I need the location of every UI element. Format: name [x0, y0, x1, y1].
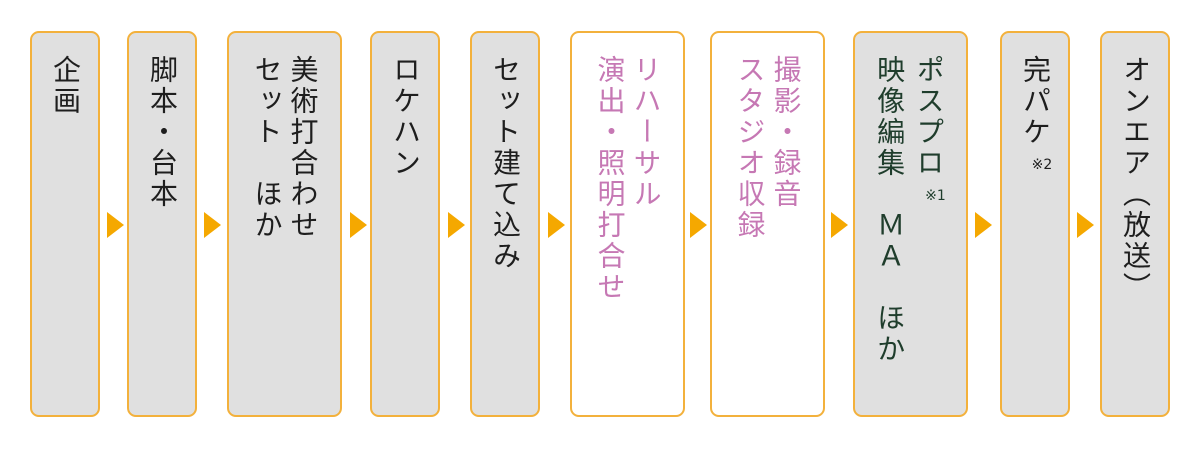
step-complete-package-label: 完パケ: [1018, 55, 1052, 148]
step-planning-label: 企画: [49, 55, 82, 117]
step-shooting-label-1: 撮影・録音: [769, 55, 803, 210]
footnote-mark-1: ※1: [925, 188, 946, 204]
step-on-air: オンエア（放送）: [1100, 31, 1170, 417]
step-script: 脚本・台本: [127, 31, 197, 417]
flow-arrow-icon: [831, 212, 848, 238]
step-script-label: 脚本・台本: [146, 55, 179, 210]
flow-arrow-icon: [107, 212, 124, 238]
step-on-air-label: オンエア（放送）: [1119, 55, 1152, 303]
step-art-meeting-label-1: 美術打合わせ: [286, 55, 320, 241]
flow-arrow-icon: [204, 212, 221, 238]
step-location-hunting-label: ロケハン: [389, 55, 422, 179]
step-complete-package: 完パケ ※2: [1000, 31, 1070, 417]
step-shooting: 撮影・録音 スタジオ収録: [710, 31, 825, 417]
step-art-meeting: 美術打合わせ セット ほか: [227, 31, 342, 417]
step-shooting-label-2: スタジオ収録: [733, 55, 767, 241]
step-rehearsal-label-2: 演出・照明打合せ: [593, 55, 627, 303]
step-art-meeting-label-2: セット ほか: [250, 55, 284, 241]
step-planning: 企画: [30, 31, 100, 417]
step-rehearsal-label-1: リハーサル: [629, 55, 663, 210]
flow-arrow-icon: [975, 212, 992, 238]
flow-arrow-icon: [350, 212, 367, 238]
step-set-construction: セット建て込み: [470, 31, 540, 417]
step-rehearsal: リハーサル 演出・照明打合せ: [570, 31, 685, 417]
step-post-production-label-2: 映像編集 ＭＡ ほか: [873, 55, 907, 365]
flow-arrow-icon: [690, 212, 707, 238]
footnote-mark-2: ※2: [1031, 157, 1053, 173]
flow-arrow-icon: [448, 212, 465, 238]
step-location-hunting: ロケハン: [370, 31, 440, 417]
flow-arrow-icon: [548, 212, 565, 238]
step-post-production-label-1: ポスプロ: [912, 55, 946, 179]
step-set-construction-label: セット建て込み: [489, 55, 522, 272]
step-post-production: ポスプロ ※1 映像編集 ＭＡ ほか: [853, 31, 968, 417]
flow-arrow-icon: [1077, 212, 1094, 238]
